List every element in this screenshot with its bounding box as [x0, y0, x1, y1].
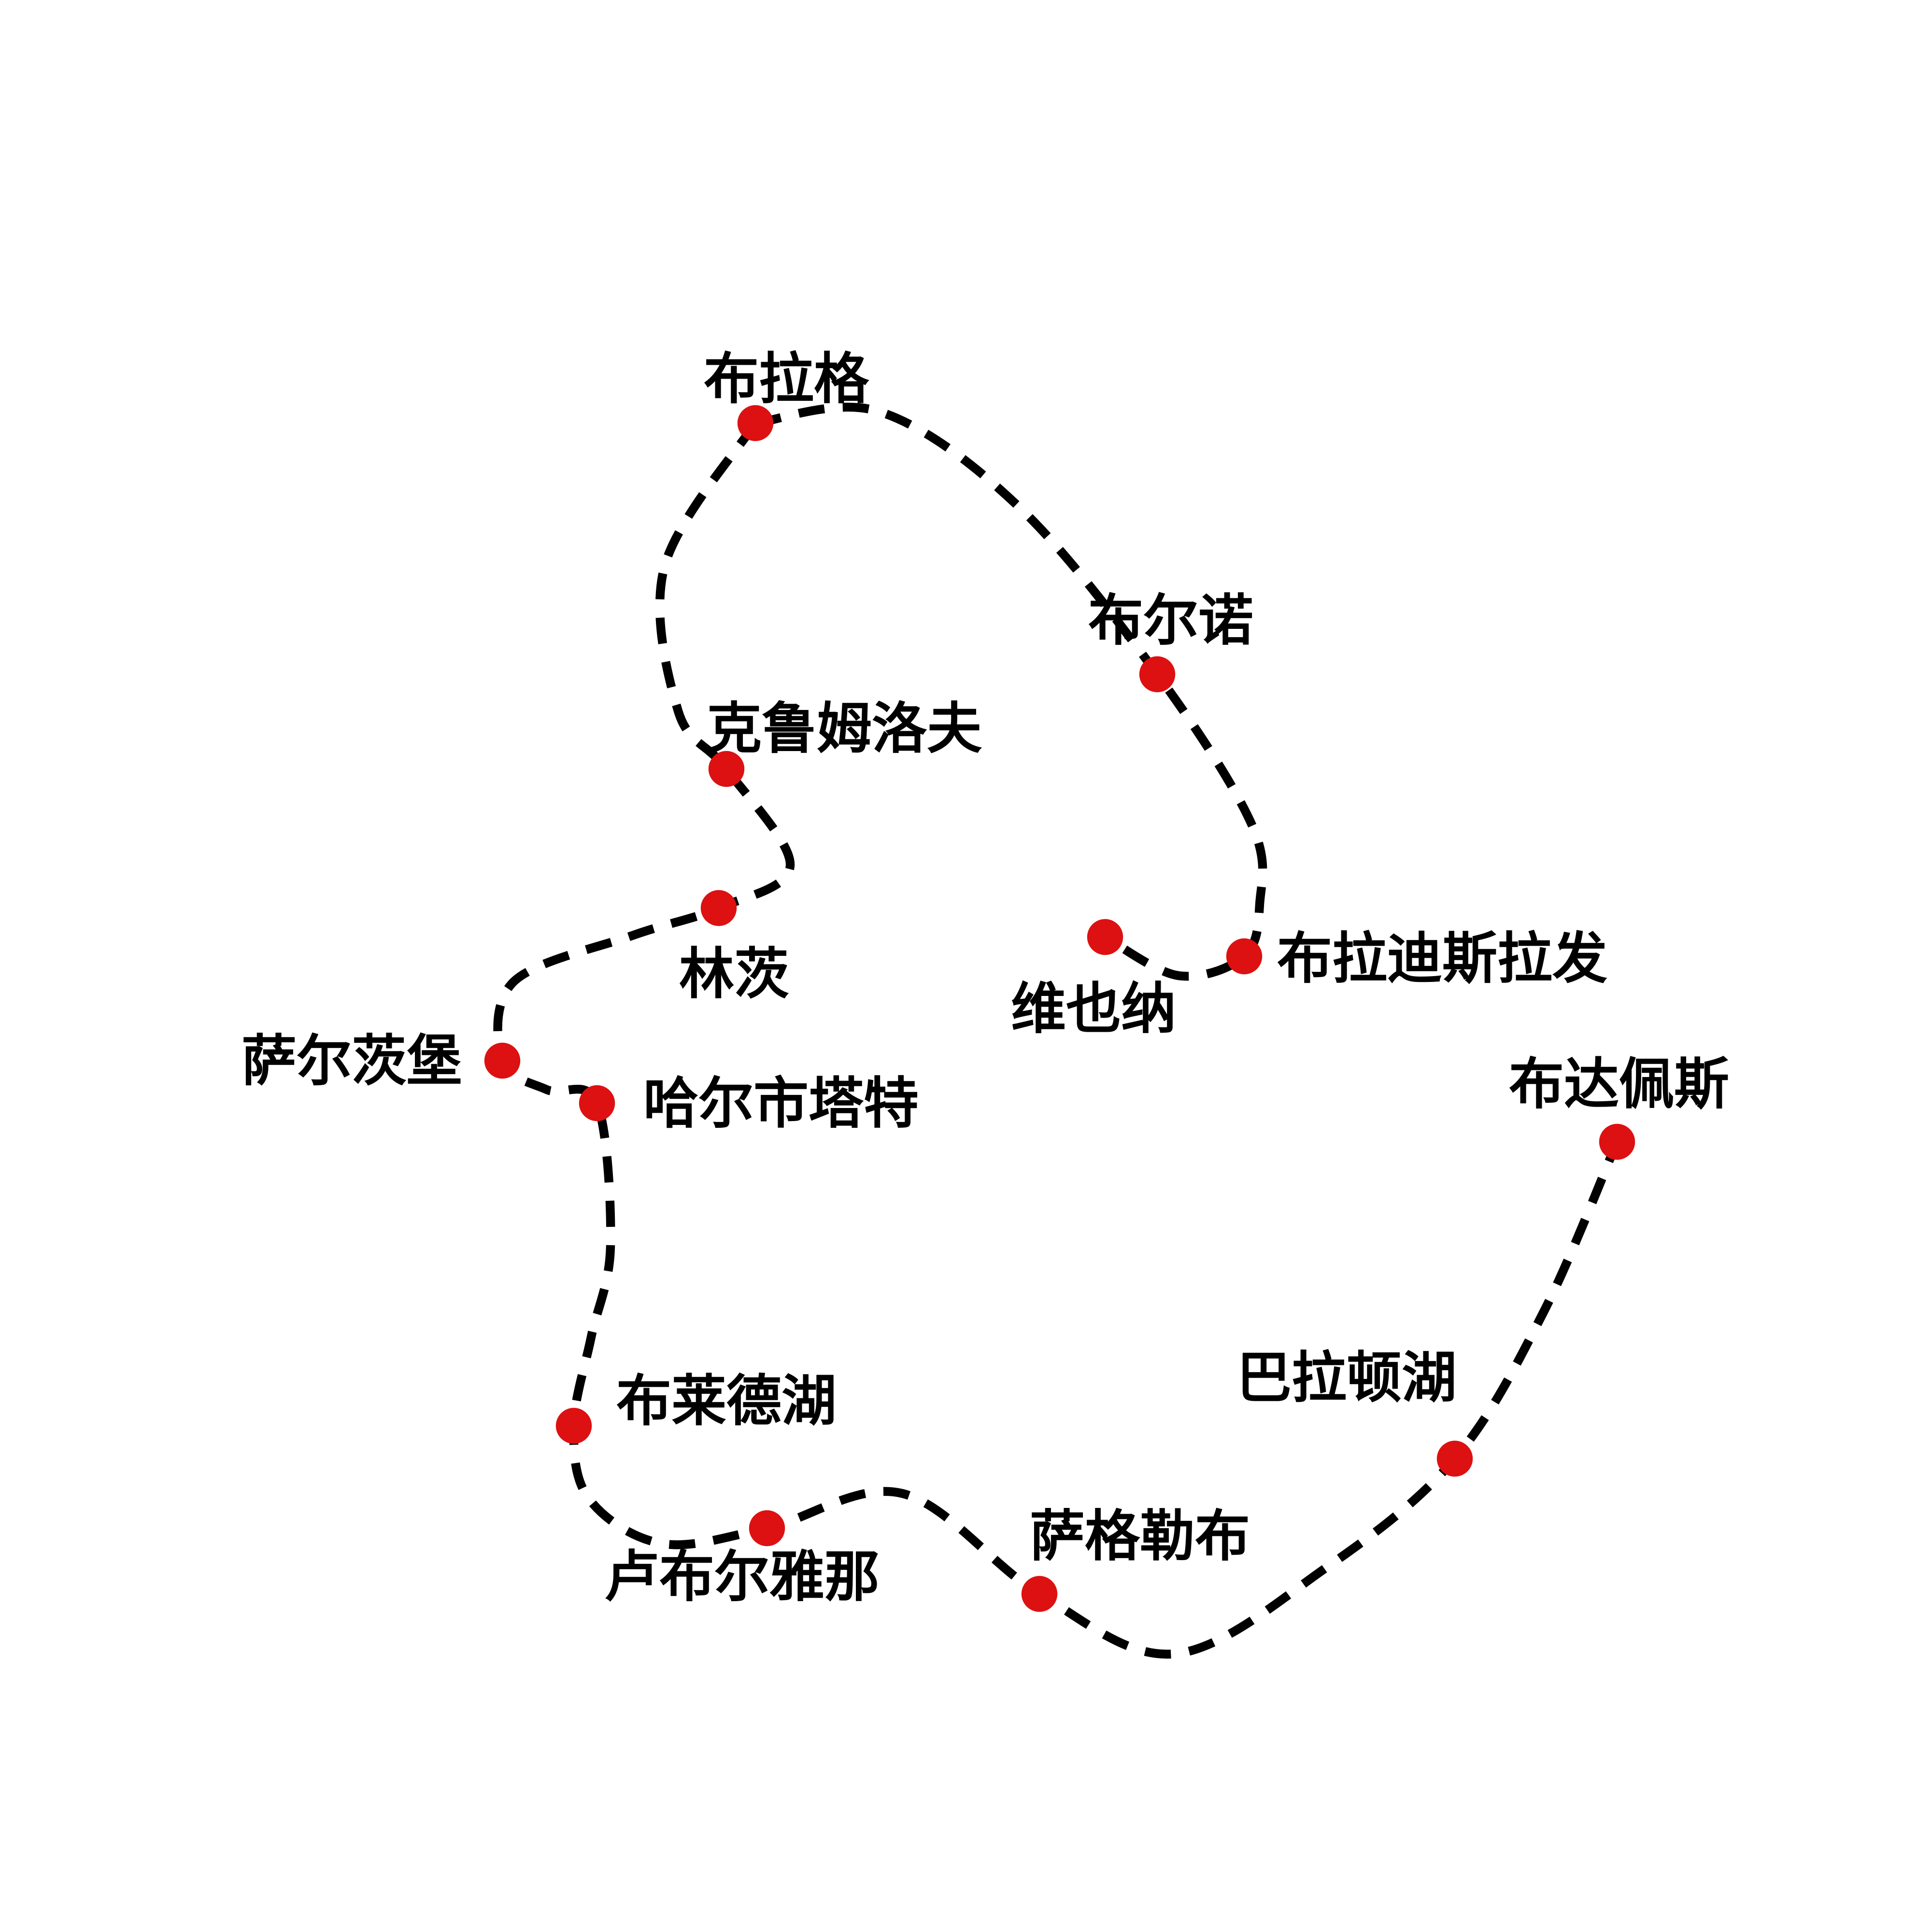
city-label-ljubljana: 卢布尔雅那: [604, 1547, 880, 1608]
city-dot-vienna: [1087, 919, 1123, 955]
city-label-bratislava: 布拉迪斯拉发: [1277, 928, 1607, 990]
city-dot-salzburg: [484, 1042, 521, 1079]
city-label-bled: 布莱德湖: [616, 1371, 837, 1432]
city-label-prague: 布拉格: [704, 349, 869, 410]
city-dot-bled: [555, 1407, 592, 1444]
city-dot-ljubljana: [749, 1510, 785, 1547]
route-path-prague-to-budapest: [493, 421, 1621, 1659]
city-label-hallstatt: 哈尔市塔特: [643, 1073, 919, 1135]
city-dot-linz: [700, 890, 737, 926]
city-dot-balaton: [1436, 1440, 1473, 1477]
city-dot-krumlov: [708, 751, 745, 787]
city-dot-budapest: [1599, 1123, 1635, 1160]
city-label-zagreb: 萨格勒布: [1030, 1506, 1250, 1567]
city-dot-zagreb: [1021, 1576, 1058, 1612]
city-label-balaton: 巴拉顿湖: [1236, 1348, 1457, 1409]
city-label-brno: 布尔诺: [1088, 590, 1253, 652]
city-label-salzburg: 萨尔茨堡: [242, 1031, 462, 1092]
city-dot-hallstatt: [579, 1085, 615, 1122]
city-label-vienna: 维也纳: [1011, 979, 1176, 1040]
route-path-prague-to-vienna: [754, 402, 1267, 981]
city-label-krumlov: 克鲁姆洛夫: [707, 698, 982, 760]
city-dot-brno: [1139, 656, 1176, 693]
city-label-linz: 林茨: [679, 944, 789, 1005]
city-dot-bratislava: [1226, 938, 1263, 975]
city-label-budapest: 布达佩斯: [1509, 1054, 1729, 1115]
city-dot-prague: [737, 405, 774, 441]
